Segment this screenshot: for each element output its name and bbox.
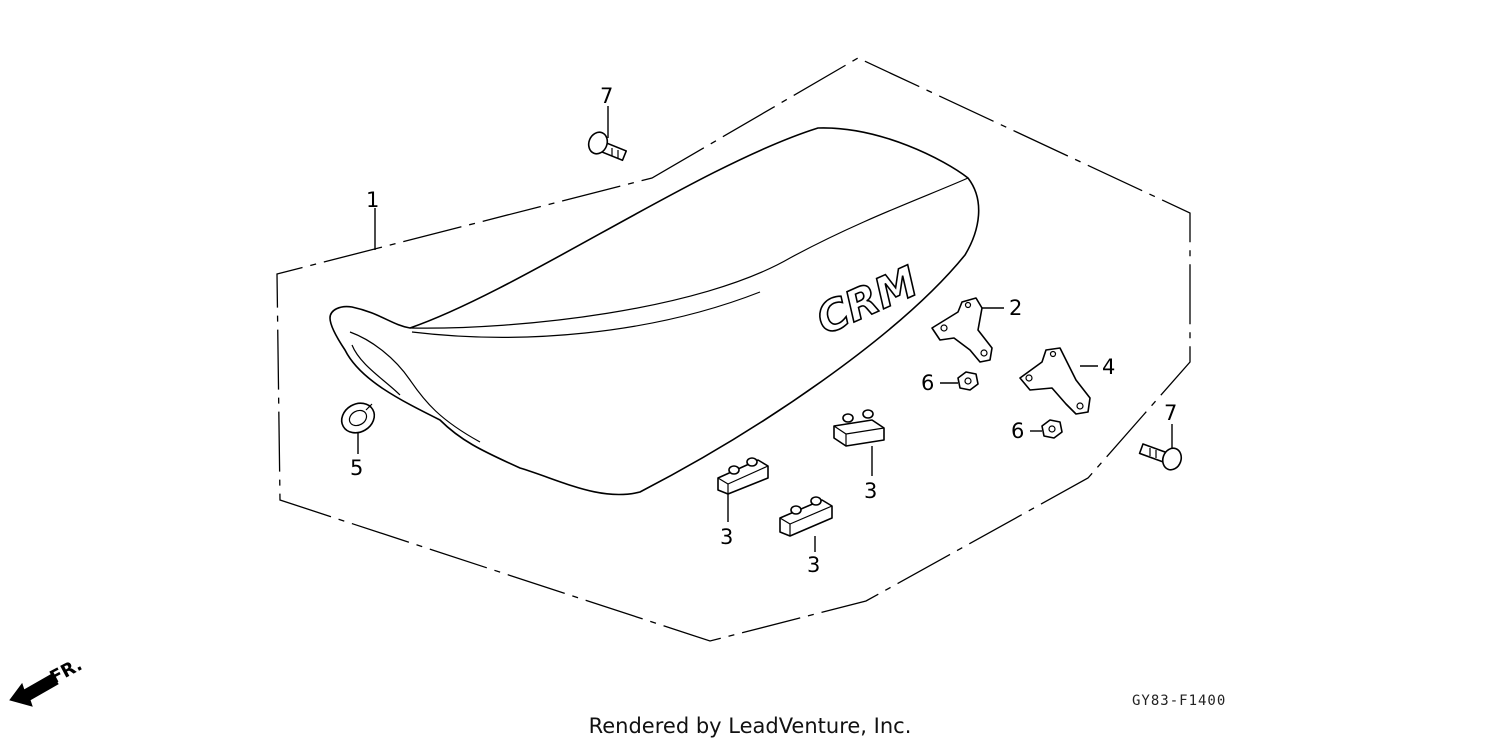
front-arrow: FR. — [9, 654, 86, 707]
callout-3: 3 — [807, 553, 820, 577]
callout-4: 4 — [1102, 355, 1115, 379]
seat-bracket-4[interactable] — [1019, 347, 1091, 415]
callout-6: 6 — [1011, 419, 1024, 443]
assembly-boundary — [276, 57, 1191, 642]
bolt-right[interactable] — [1138, 443, 1185, 472]
cushion-middle[interactable] — [779, 496, 833, 537]
nut-lower[interactable] — [1041, 419, 1063, 439]
credit-text: Rendered by LeadVenture, Inc. — [588, 714, 912, 738]
callout-3: 3 — [720, 525, 733, 549]
cushion-right[interactable] — [833, 409, 885, 447]
cushion-left[interactable] — [717, 457, 769, 495]
callout-2: 2 — [1009, 296, 1022, 320]
bolt-top[interactable] — [586, 129, 628, 162]
seat-bracket-2[interactable] — [931, 297, 993, 363]
grommet[interactable] — [336, 397, 379, 438]
drawing-code: GY83-F1400 — [1132, 693, 1227, 709]
callout-6: 6 — [921, 371, 934, 395]
callout-5: 5 — [350, 456, 363, 480]
callout-1: 1 — [366, 188, 379, 212]
callout-7: 7 — [1164, 401, 1177, 425]
callout-3: 3 — [864, 479, 877, 503]
nut-upper[interactable] — [957, 371, 979, 391]
callout-7: 7 — [600, 84, 613, 108]
